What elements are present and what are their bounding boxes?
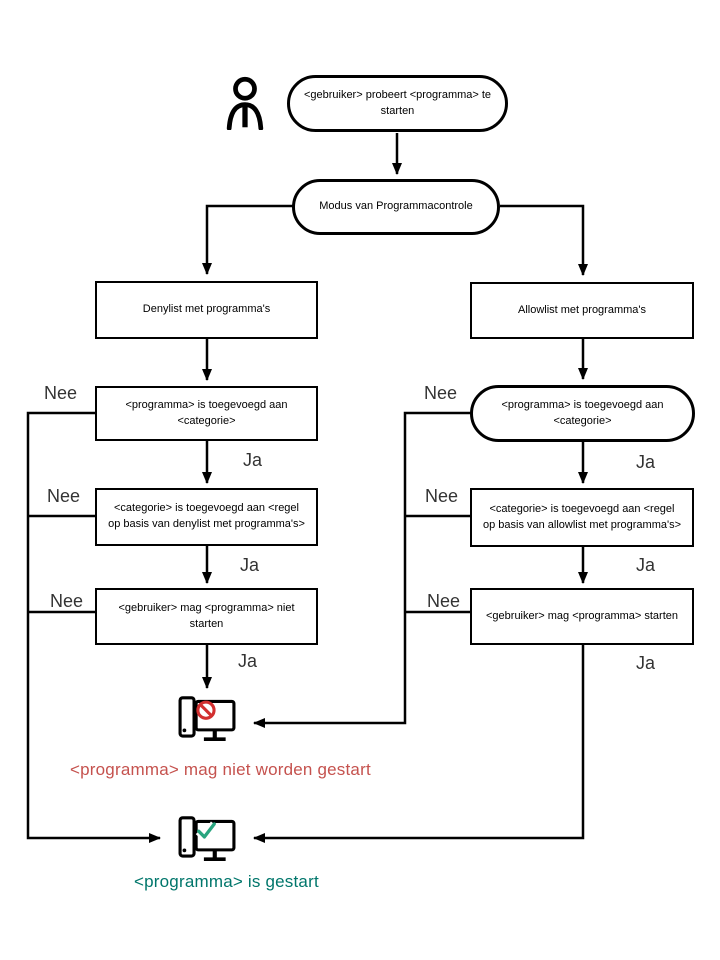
label-allow-nee-3: Nee: [427, 591, 461, 611]
edge-mode-to-denylist: [202, 204, 293, 275]
person-icon: [226, 76, 264, 130]
node-denylist-title: Denylist met programma's: [95, 281, 318, 339]
outcome-blocked-text: <programma> mag niet worden gestart: [70, 760, 371, 779]
label-allow-ja-2: Ja: [636, 555, 656, 575]
label-deny-ja-3: Ja: [238, 651, 258, 671]
label-deny-nee-2: Nee: [47, 486, 81, 506]
label-allow-nee-1: Nee: [424, 383, 458, 403]
node-denylist-step3: <gebruiker> mag <programma> niet starten: [95, 588, 318, 645]
node-allowlist-title: Allowlist met programma's: [470, 282, 694, 339]
node-denylist-step1: <programma> is toegevoegd aan <categorie…: [95, 386, 318, 441]
computer-blocked-icon: [178, 696, 236, 742]
label-allow-ja-1: Ja: [636, 452, 656, 472]
edge-allow-ja-to-started: [253, 645, 585, 843]
label-allow-ja-3: Ja: [636, 653, 656, 673]
label-allow-nee-2: Nee: [425, 486, 459, 506]
node-mode: Modus van Programmacontrole: [292, 179, 500, 235]
prohibition-icon: [196, 700, 216, 720]
label-deny-nee-3: Nee: [50, 591, 84, 611]
checkmark-icon: [195, 821, 218, 844]
label-deny-ja-2: Ja: [240, 555, 260, 575]
node-start: <gebruiker> probeert <programma> te star…: [287, 75, 508, 132]
label-deny-ja-1: Ja: [243, 450, 263, 470]
computer-started-icon: [178, 816, 236, 862]
outcome-started-text: <programma> is gestart: [134, 872, 319, 891]
node-allowlist-step3: <gebruiker> mag <programma> starten: [470, 588, 694, 645]
node-allowlist-step2: <categorie> is toegevoegd aan <regel op …: [470, 488, 694, 547]
label-deny-nee-1: Nee: [44, 383, 78, 403]
edge-deny-nee-trunk-to-started: [26, 411, 161, 843]
edge-allow-nee-trunk-to-blocked: [253, 411, 471, 728]
edge-mode-to-allowlist: [500, 204, 588, 276]
node-denylist-step2: <categorie> is toegevoegd aan <regel op …: [95, 488, 318, 546]
node-allowlist-step1: <programma> is toegevoegd aan <categorie…: [470, 385, 695, 442]
